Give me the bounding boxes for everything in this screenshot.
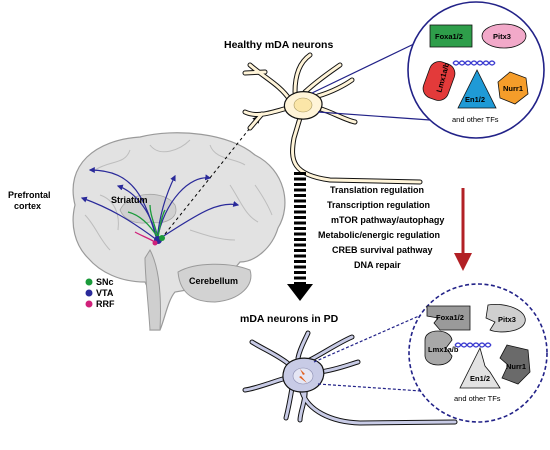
prefrontal-label-1: Prefrontal bbox=[8, 190, 51, 200]
process-creb: CREB survival pathway bbox=[332, 245, 433, 255]
foxa-label-pd: Foxa1/2 bbox=[436, 313, 464, 322]
lmx-tf-pd bbox=[424, 330, 453, 366]
brain bbox=[72, 132, 286, 331]
legend-dot-rrf bbox=[85, 300, 93, 308]
lmx-label-pd: Lmx1a/b bbox=[428, 345, 459, 354]
legend: SNc VTA RRF bbox=[85, 277, 115, 309]
brain-outline bbox=[72, 132, 286, 331]
en-tf-healthy bbox=[457, 69, 497, 109]
snc-pathways bbox=[127, 204, 166, 239]
process-translation: Translation regulation bbox=[330, 185, 424, 195]
pd-nucleus bbox=[292, 367, 314, 385]
lmx-tf-healthy bbox=[422, 61, 456, 101]
healthy-dendrites-fill bbox=[243, 53, 422, 184]
en-label-pd: En1/2 bbox=[470, 374, 490, 383]
cerebellum-label: Cerebellum bbox=[189, 276, 238, 286]
rrf-pathway bbox=[134, 231, 156, 243]
pd-zoom-line-top bbox=[313, 311, 429, 363]
legend-dot-vta bbox=[85, 289, 93, 297]
process-mtor: mTOR pathway/autophagy bbox=[331, 215, 444, 225]
process-list: Translation regulation Transcription reg… bbox=[318, 185, 444, 270]
pd-tf-circle: Foxa1/2 Pitx3 Lmx1a/b En1/2 Nurr1 and ot… bbox=[408, 283, 548, 423]
pd-dendrites-fill bbox=[243, 331, 457, 425]
healthy-zoom-line-bottom bbox=[317, 111, 431, 121]
brainstem-shape bbox=[144, 249, 161, 331]
pd-heading: mDA neurons in PD bbox=[240, 313, 339, 325]
brain-to-neuron-arrow bbox=[164, 114, 261, 235]
pd-neuron bbox=[242, 330, 458, 426]
process-metabolic: Metabolic/energic regulation bbox=[318, 230, 440, 240]
healthy-neuron bbox=[242, 52, 423, 185]
healthy-zoom-line-top bbox=[311, 41, 419, 94]
healthy-tf-circle: Foxa1/2 Pitx3 Lmx1a/b En1/2 Nurr1 and ot… bbox=[407, 1, 545, 139]
legend-label-snc: SNc bbox=[96, 277, 114, 287]
dna-healthy bbox=[452, 60, 496, 66]
degeneration-arrow bbox=[287, 172, 313, 301]
snc-nucleus bbox=[159, 235, 165, 241]
foxa-label-healthy: Foxa1/2 bbox=[435, 32, 463, 41]
process-transcription: Transcription regulation bbox=[327, 200, 430, 210]
other-tfs-healthy: and other TFs bbox=[452, 115, 499, 124]
process-dna-repair: DNA repair bbox=[354, 260, 401, 270]
striatum-label: Striatum bbox=[111, 195, 148, 205]
pitx-tf-pd bbox=[485, 303, 526, 333]
dna-pd bbox=[454, 342, 492, 348]
legend-label-vta: VTA bbox=[96, 288, 114, 298]
pitx-label-pd: Pitx3 bbox=[498, 315, 516, 324]
other-tfs-pd: and other TFs bbox=[454, 394, 501, 403]
prefrontal-label-2: cortex bbox=[14, 201, 41, 211]
nurr-label-pd: Nurr1 bbox=[506, 362, 526, 371]
foxa-tf-healthy bbox=[429, 24, 473, 48]
healthy-heading: Healthy mDA neurons bbox=[224, 39, 333, 51]
legend-dot-snc bbox=[85, 278, 93, 286]
legend-label-rrf: RRF bbox=[96, 299, 115, 309]
pitx-tf-healthy bbox=[481, 23, 527, 49]
foxa-tf-pd bbox=[426, 305, 471, 331]
nurr-label-healthy: Nurr1 bbox=[503, 84, 523, 93]
en-tf-pd bbox=[459, 346, 501, 389]
rrf-nucleus bbox=[152, 240, 158, 246]
healthy-dendrites-outline bbox=[242, 52, 423, 185]
nurr-tf-pd bbox=[499, 344, 531, 385]
healthy-nucleus bbox=[293, 97, 313, 113]
cerebellum-shape bbox=[177, 263, 252, 303]
en-label-healthy: En1/2 bbox=[465, 95, 485, 104]
nurr-tf-healthy bbox=[497, 71, 529, 105]
pitx-label-healthy: Pitx3 bbox=[493, 32, 511, 41]
